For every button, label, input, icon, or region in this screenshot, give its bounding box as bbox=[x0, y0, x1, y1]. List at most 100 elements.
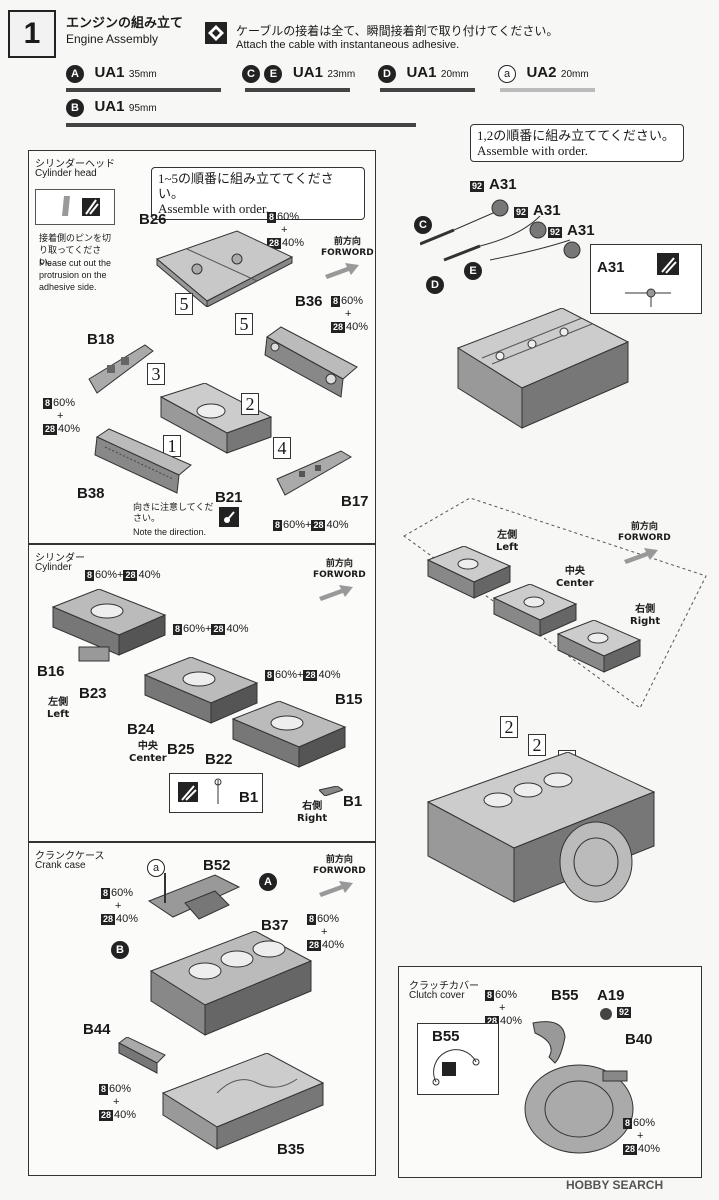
cable-code: UA1 bbox=[94, 98, 125, 115]
marker-C: C bbox=[414, 216, 432, 234]
part-B17-drawing bbox=[275, 449, 355, 504]
part-B55: B55 bbox=[432, 1028, 460, 1045]
cable-length: 20mm bbox=[560, 69, 589, 80]
paint-28: 28 bbox=[303, 670, 318, 681]
cable-code: UA1 bbox=[406, 64, 437, 81]
marker-D: D bbox=[378, 65, 396, 83]
marker-E: E bbox=[264, 65, 283, 83]
marker-D: D bbox=[426, 276, 444, 294]
cylinder-right-assembled bbox=[554, 619, 644, 695]
cylinder-head-drawing bbox=[147, 229, 297, 312]
paint-pct: 40% bbox=[326, 519, 349, 531]
marker-B: B bbox=[111, 941, 129, 959]
center-label: 中央 Center bbox=[129, 741, 167, 765]
part-B36: B36 bbox=[295, 293, 323, 310]
cable-length: 95mm bbox=[128, 103, 157, 114]
right-jp: 右側 bbox=[635, 604, 656, 615]
center-jp: 中央 bbox=[564, 566, 585, 577]
forward-arrow-icon bbox=[319, 881, 353, 902]
part-A31: A31 bbox=[567, 222, 595, 239]
marker-A: A bbox=[66, 65, 84, 83]
right-jp: 右側 bbox=[302, 801, 323, 812]
section-title-jp: シリンダー bbox=[35, 553, 85, 564]
cable-code: UA1 bbox=[94, 64, 125, 81]
paint-8: 8 bbox=[273, 520, 283, 531]
cable-bar bbox=[66, 88, 221, 92]
part-B18: B18 bbox=[87, 331, 115, 348]
paint-plus: + bbox=[115, 900, 122, 912]
paint-8: 8 bbox=[307, 914, 317, 925]
cable-a: a UA2 20mm bbox=[498, 64, 589, 83]
paint-pct: 60%+ bbox=[275, 669, 304, 681]
center-jp: 中央 bbox=[137, 741, 158, 752]
cable-length: 20mm bbox=[440, 69, 469, 80]
order-en: Assemble with order. bbox=[477, 143, 588, 158]
paint-pct: 40% bbox=[318, 669, 341, 681]
paint-pct: 60% bbox=[277, 211, 300, 223]
paint-pct: 60% bbox=[109, 1083, 132, 1095]
marker-E: E bbox=[464, 262, 482, 280]
paint-28: 28 bbox=[331, 322, 346, 333]
left-en: Left bbox=[47, 709, 70, 720]
cable-bar bbox=[500, 88, 595, 92]
paint-pct: 40% bbox=[116, 913, 139, 925]
paint-92: 92 bbox=[617, 1007, 632, 1018]
cylinder-left-assembled bbox=[424, 545, 514, 621]
part-B52-drawing bbox=[145, 873, 245, 938]
part-B36-drawing bbox=[261, 323, 361, 408]
A31-callout: 92 A31 bbox=[548, 222, 595, 240]
section-title-jp: クラッチカバー bbox=[409, 981, 479, 992]
paint-pct: 60% bbox=[111, 887, 134, 899]
marker-A: A bbox=[259, 873, 277, 891]
forward-jp: 前方向 bbox=[325, 559, 353, 569]
cylinder-center-drawing bbox=[141, 656, 261, 742]
cylinder-center-assembled bbox=[490, 583, 580, 659]
center-label-right: 中央 Center bbox=[556, 566, 594, 590]
part-A19: A19 bbox=[597, 987, 625, 1004]
cable-routing-drawing bbox=[419, 190, 590, 275]
paint-92: 92 bbox=[548, 227, 563, 238]
part-B16: B16 bbox=[37, 663, 65, 680]
paint-pct: 60%+ bbox=[95, 569, 124, 581]
part-B26: B26 bbox=[139, 211, 167, 228]
seq-3: 3 bbox=[147, 363, 165, 385]
paint-pct: 60%+ bbox=[183, 623, 212, 635]
section-title-en: Cylinder bbox=[35, 562, 72, 573]
part-B40: B40 bbox=[625, 1031, 653, 1048]
paint-28: 28 bbox=[311, 520, 326, 531]
cylinder-left-drawing bbox=[49, 588, 169, 674]
B55-detail-box: B55 bbox=[417, 1023, 499, 1095]
paint-pct: 40% bbox=[322, 939, 345, 951]
marker-C: C bbox=[242, 65, 260, 83]
paint-8: 8 bbox=[85, 570, 95, 581]
paint-28: 28 bbox=[485, 1016, 500, 1027]
header-note-en: Attach the cable with instantaneous adhe… bbox=[236, 39, 460, 51]
direction-note-jp: 向きに注意してください。 bbox=[133, 503, 214, 524]
paint-92: 92 bbox=[514, 207, 529, 218]
pin-note-jp: 接着側のピンを切り取ってください。 bbox=[39, 234, 112, 268]
forward-jp: 前方向 bbox=[333, 237, 361, 247]
step-title-en: Engine Assembly bbox=[66, 32, 159, 46]
order-note: 1~5の順番に組み立ててください。 Assemble with order. bbox=[151, 167, 365, 220]
forward-arrow-icon bbox=[325, 263, 359, 284]
pin-note-en: Please cut out the protrusion on the adh… bbox=[39, 258, 112, 292]
watermark: HOBBY SEARCH bbox=[566, 1178, 664, 1192]
paint-pct: 60% bbox=[495, 989, 518, 1001]
crankcase-panel: クランクケース Crank case 前方向 FORWORD a B52 A 8… bbox=[28, 842, 376, 1176]
paint-pct: 60% bbox=[53, 397, 76, 409]
engine-head-assembled-drawing bbox=[452, 307, 632, 453]
paint-8: 8 bbox=[173, 624, 183, 635]
part-B35: B35 bbox=[277, 1141, 305, 1158]
left-label-right: 左側 Left bbox=[496, 530, 518, 554]
part-B44-drawing bbox=[117, 1036, 167, 1082]
paint-8: 8 bbox=[101, 888, 111, 899]
step-number: 1 bbox=[8, 10, 56, 58]
cable-bar bbox=[380, 88, 475, 92]
